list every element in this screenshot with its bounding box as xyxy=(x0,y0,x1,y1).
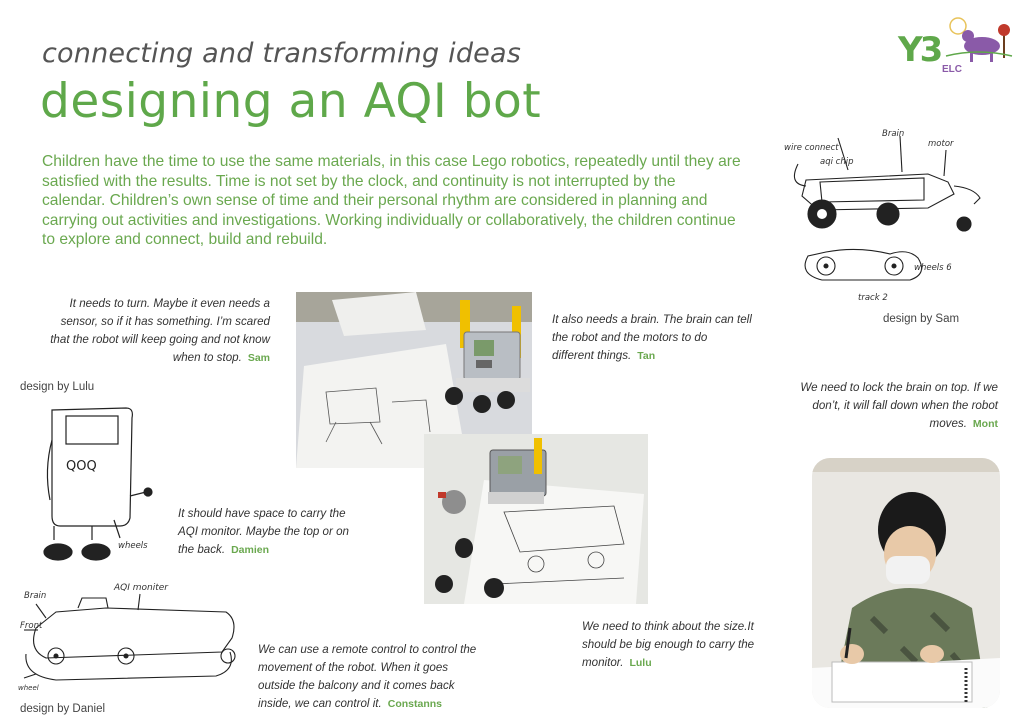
daniel-label-front: Front xyxy=(20,621,43,631)
caption-lulu: design by Lulu xyxy=(20,381,95,393)
quote-mont-author: Mont xyxy=(972,418,998,430)
logo-illustration xyxy=(945,17,1013,62)
sam-label-motor: motor xyxy=(928,139,954,149)
sam-label-wheels: wheels 6 xyxy=(914,263,952,273)
quote-tan-author: Tan xyxy=(637,350,656,362)
quote-damien-author: Damien xyxy=(231,544,269,556)
photo-child-drawing xyxy=(812,458,1000,708)
quote-constanns-text: We can use a remote control to control t… xyxy=(258,643,477,710)
lulu-label-face: QOQ xyxy=(66,459,97,474)
sam-label-track: track 2 xyxy=(858,293,888,303)
quote-mont: We need to lock the brain on top. If we … xyxy=(800,379,998,433)
daniel-robot-sketch: AQI moniter Brain Front wheel xyxy=(18,583,236,692)
quote-lulu: We need to think about the size.It shoul… xyxy=(582,618,782,672)
sam-robot-sketch: wire connect aqi chip Brain motor wheels… xyxy=(784,129,981,303)
page-title: designing an AQI bot xyxy=(40,74,542,129)
quote-damien: It should have space to carry the AQI mo… xyxy=(178,505,368,559)
school-logo: Y3 ELC xyxy=(898,8,1016,78)
lulu-label-wheels: wheels xyxy=(118,541,148,551)
logo-mark: Y3 xyxy=(898,30,943,70)
caption-daniel: design by Daniel xyxy=(20,703,106,715)
quote-lulu-author: Lulu xyxy=(629,657,652,669)
logo-sub: ELC xyxy=(942,64,962,75)
sam-label-brain: Brain xyxy=(882,129,904,139)
quote-sam-text: It needs to turn. Maybe it even needs a … xyxy=(50,297,270,364)
daniel-label-aqi: AQI moniter xyxy=(113,583,169,593)
quote-tan: It also needs a brain. The brain can tel… xyxy=(552,311,752,365)
intro-paragraph: Children have the time to use the same m… xyxy=(42,153,741,248)
quote-sam: It needs to turn. Maybe it even needs a … xyxy=(40,295,270,367)
quote-mont-text: We need to lock the brain on top. If we … xyxy=(800,381,998,430)
quote-damien-text: It should have space to carry the AQI mo… xyxy=(178,507,349,556)
photo-robot-parts-sketchbook xyxy=(424,434,648,604)
daniel-label-brain: Brain xyxy=(24,591,46,601)
daniel-label-wheel: wheel xyxy=(18,684,39,692)
quote-constanns: We can use a remote control to control t… xyxy=(258,641,488,713)
quote-sam-author: Sam xyxy=(247,352,270,364)
caption-sam: design by Sam xyxy=(883,313,960,325)
lulu-robot-sketch: QOQ wheels xyxy=(43,407,153,561)
sam-label-wire: wire connect xyxy=(784,143,839,153)
quote-constanns-author: Constanns xyxy=(387,698,442,710)
quote-tan-text: It also needs a brain. The brain can tel… xyxy=(552,313,752,362)
page-subtitle: connecting and transforming ideas xyxy=(42,38,521,69)
sam-label-aqi: aqi chip xyxy=(820,157,854,167)
quote-lulu-text: We need to think about the size.It shoul… xyxy=(582,620,755,669)
